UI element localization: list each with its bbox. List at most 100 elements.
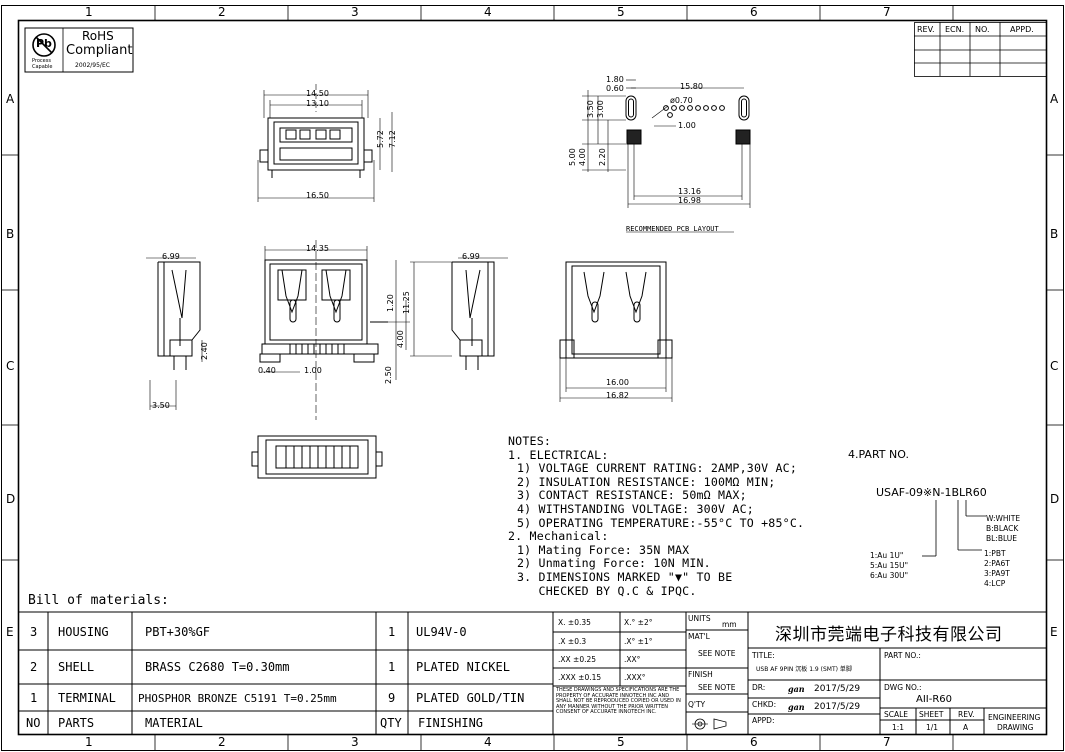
notes-electrical-item: 2) INSULATION RESISTANCE: 100MΩ MIN; <box>517 474 776 489</box>
tolerance-angular: .X° ±1° <box>624 637 653 646</box>
grid-col-7-bottom: 7 <box>883 735 891 749</box>
dim-front-2-50: 2.50 <box>384 366 393 384</box>
dr-signature: gan <box>788 684 805 694</box>
title-label: TITLE: <box>752 651 775 660</box>
notes-mechanical-item: 3. DIMENSIONS MARKED "▼" TO BE <box>517 569 733 584</box>
rev-header-appd: APPD. <box>1010 25 1034 34</box>
bom-title: Bill of materials: <box>28 593 169 608</box>
pb-symbol: Pb <box>36 37 52 50</box>
dim-front-4-00: 4.00 <box>396 330 405 348</box>
color-option: B:BLACK <box>986 524 1019 533</box>
company-name: 深圳市莞端电子科技有限公司 <box>775 625 1003 645</box>
tolerance-angular: .XX° <box>624 655 641 664</box>
notes-mechanical-heading: 2. Mechanical: <box>508 529 609 544</box>
finish-value: SEE NOTE <box>698 683 736 692</box>
dim-pcb-dia-0-70: ø0.70 <box>670 96 693 105</box>
bom-header-no: NO <box>26 716 41 730</box>
dim-pcb-4-00: 4.00 <box>578 148 587 166</box>
grid-row-e-right: E <box>1050 625 1058 639</box>
bom-row-2-material: BRASS C2680 T=0.30mm <box>145 660 290 674</box>
bom-row-2-finish: PLATED NICKEL <box>416 660 510 674</box>
dim-side-left-2-40: 2.40 <box>200 342 209 360</box>
grid-row-a-left: A <box>6 92 15 106</box>
scale-value: 1:1 <box>892 723 905 732</box>
grid-col-2-bottom: 2 <box>218 735 226 749</box>
bom-row-1-no: 1 <box>30 691 38 705</box>
dim-front-14-35: 14.35 <box>306 244 329 253</box>
bom-row-3-qty: 1 <box>388 625 396 639</box>
grid-col-7-top: 7 <box>883 5 891 19</box>
grid-col-4-bottom: 4 <box>484 735 492 749</box>
bom-row-1-qty: 9 <box>388 691 396 705</box>
dim-top-14-50: 14.50 <box>306 89 329 98</box>
grid-row-c-right: C <box>1050 359 1059 373</box>
grid-col-2-top: 2 <box>218 5 226 19</box>
bom-header-finish: FINISHING <box>418 716 484 730</box>
grid-row-b-left: B <box>6 227 15 241</box>
notes-electrical-item: 1) VOLTAGE CURRENT RATING: 2AMP,30V AC; <box>517 461 798 476</box>
tolerance-linear: .X ±0.3 <box>558 637 587 646</box>
dim-front-1-20: 1.20 <box>386 294 395 312</box>
bom-header-material: MATERIAL <box>145 716 203 730</box>
grid-col-3-top: 3 <box>351 5 359 19</box>
dr-label: DR: <box>752 683 766 692</box>
rev-label: REV. <box>958 710 975 719</box>
dim-pcb-16-98: 16.98 <box>678 196 701 205</box>
rev-value: A <box>963 723 969 732</box>
matl-label: MAT'L <box>688 632 710 641</box>
engineering-label-2: DRAWING <box>997 723 1034 732</box>
grid-row-c-left: C <box>6 359 15 373</box>
dim-pcb-2-20: 2.20 <box>598 148 607 166</box>
matl-value: SEE NOTE <box>698 649 736 658</box>
grid-row-e-left: E <box>6 625 14 639</box>
dim-front-1-00: 1.00 <box>304 366 322 375</box>
bom-row-2-no: 2 <box>30 660 38 674</box>
bom-row-2-qty: 1 <box>388 660 396 674</box>
dim-pcb-5-00: 5.00 <box>568 148 577 166</box>
dr-date: 2017/5/29 <box>814 684 861 694</box>
grid-col-5-top: 5 <box>617 5 625 19</box>
dim-side-left-6-99: 6.99 <box>162 252 180 261</box>
dim-top-7-12: 7.12 <box>388 130 397 148</box>
dim-pcb-1-80: 1.80 <box>606 75 624 84</box>
title-value: USB AF 9PIN 沉板 1.9 (SMT) 单脚 <box>756 666 852 673</box>
dim-side-right-6-99: 6.99 <box>462 252 480 261</box>
chkd-label: CHKD: <box>752 700 777 709</box>
notes-electrical-item: 4) WITHSTANDING VOLTAGE: 300V AC; <box>517 501 754 516</box>
qty-label: Q'TY <box>688 700 706 709</box>
dim-pcb-13-16: 13.16 <box>678 187 701 196</box>
sheet-value: 1/1 <box>926 723 939 732</box>
units-value: mm <box>722 620 737 629</box>
notes-mechanical-item: 2) Unmating Force: 10N MIN. <box>517 556 711 571</box>
notes-title: NOTES: <box>508 434 552 448</box>
bom-row-2-part: SHELL <box>58 660 95 674</box>
dim-rear-16-82: 16.82 <box>606 391 629 400</box>
tolerance-linear: .XXX ±0.15 <box>558 673 602 682</box>
pcb-layout-caption: RECOMMENDED PCB LAYOUT <box>626 225 719 233</box>
tolerance-angular: X.° ±2° <box>624 618 653 627</box>
rohs-directive: 2002/95/EC <box>75 62 110 69</box>
bom-row-3-material: PBT+30%GF <box>145 625 211 639</box>
chkd-signature: gan <box>788 702 805 712</box>
bom-header-qty: QTY <box>380 716 402 730</box>
tolerance-linear: X. ±0.35 <box>558 618 591 627</box>
dim-side-left-3-50: 3.50 <box>152 401 170 410</box>
material-option: 1:PBT <box>984 549 1006 558</box>
dim-front-0-40: 0.40 <box>258 366 276 375</box>
grid-col-4-top: 4 <box>484 5 492 19</box>
grid-row-b-right: B <box>1050 227 1059 241</box>
dim-front-11-25: 11.25 <box>402 291 411 314</box>
rohs-title: RoHS <box>82 29 114 43</box>
rohs-badge-label-1: Process <box>32 58 51 64</box>
notes-electrical-heading: 1. ELECTRICAL: <box>508 447 609 462</box>
part-no-label: PART NO.: <box>884 651 921 660</box>
plating-option: 1:Au 1U" <box>870 551 904 560</box>
tolerance-angular: .XXX° <box>624 673 646 682</box>
bom-row-3-no: 3 <box>30 625 38 639</box>
rev-header-ecn: ECN. <box>945 25 965 34</box>
rev-header-no: NO. <box>975 25 990 34</box>
material-option: 3:PA9T <box>984 569 1010 578</box>
disclaimer: THESE DRAWINGS AND SPECIFICATIONS ARE TH… <box>556 687 681 716</box>
grid-row-a-right: A <box>1050 92 1059 106</box>
